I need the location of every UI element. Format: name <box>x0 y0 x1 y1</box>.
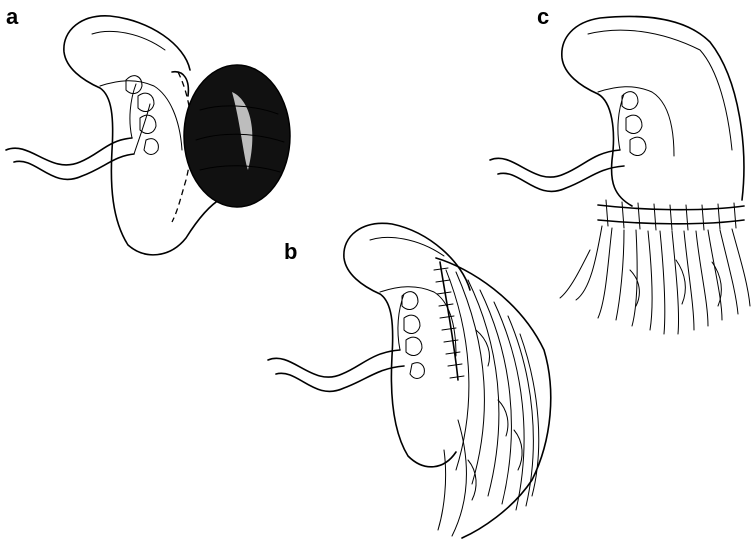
panel-b-stomach-with-omentum-flap <box>268 223 551 538</box>
panel-c-omentum <box>560 226 750 334</box>
panel-c-stomach-with-transverse-suture <box>490 16 750 334</box>
panel-b-omentum-flap <box>436 258 551 538</box>
panel-a-stomach-with-mass <box>6 16 290 255</box>
panel-c-vessel <box>490 150 620 177</box>
panel-c-suture-band <box>598 205 744 210</box>
panel-b-stomach-outline <box>344 223 470 466</box>
panel-b-vessel <box>268 350 400 377</box>
panel-a-dark-mass <box>184 65 290 207</box>
